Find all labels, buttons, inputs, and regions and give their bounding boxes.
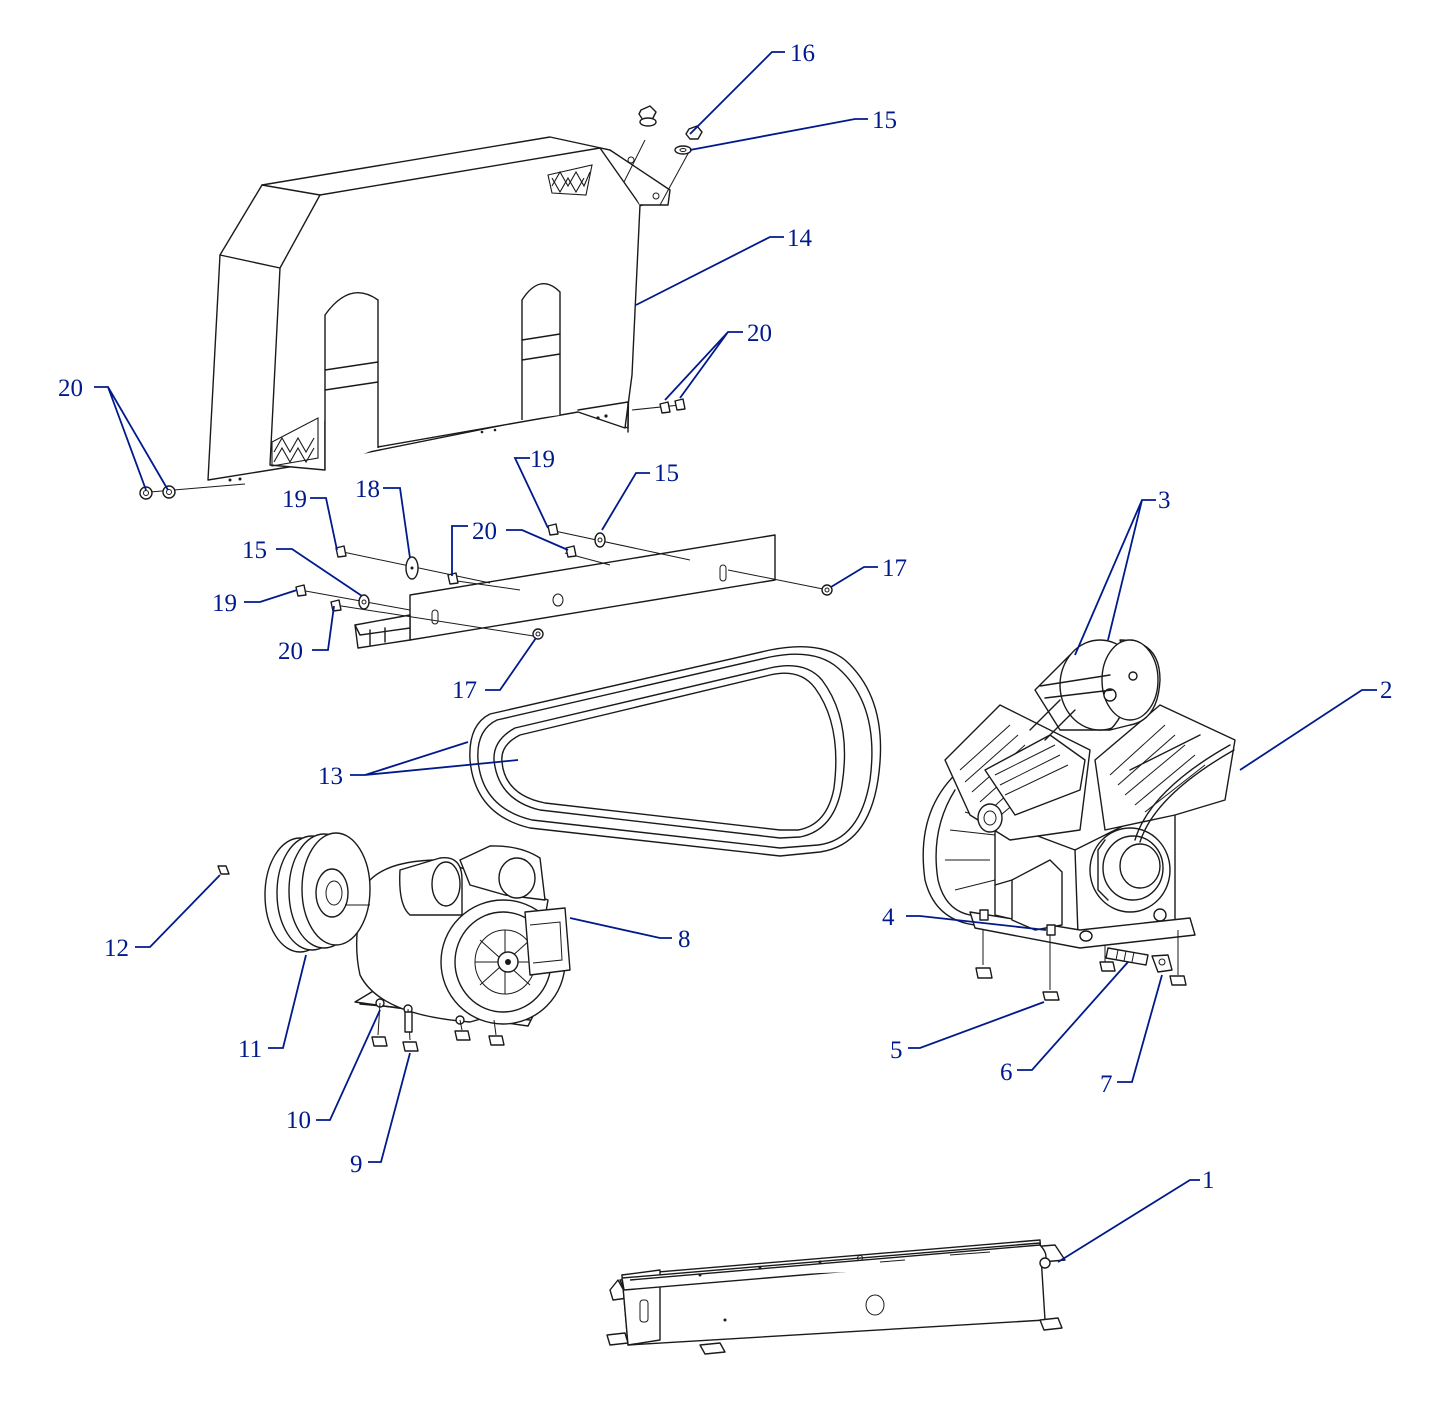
callout-10: 10 — [286, 1107, 311, 1134]
callout-9: 9 — [350, 1151, 363, 1178]
callout-20-lower-left: 20 — [278, 638, 303, 665]
callout-8: 8 — [678, 926, 691, 953]
guard-side-bolts — [139, 398, 686, 500]
pump-cylinder-right — [1094, 704, 1236, 831]
callout-17-right: 17 — [882, 555, 907, 582]
callout-20-top-right: 20 — [747, 320, 772, 347]
guard-top-hardware — [623, 105, 703, 206]
callout-1: 1 — [1202, 1167, 1215, 1194]
callout-18: 18 — [355, 476, 380, 503]
callout-15-middle: 15 — [654, 460, 679, 487]
callout-3: 3 — [1158, 487, 1171, 514]
compressor-pump — [922, 639, 1236, 1001]
callout-7: 7 — [1100, 1071, 1113, 1098]
callout-11: 11 — [238, 1036, 262, 1063]
callout-15-left: 15 — [242, 537, 267, 564]
belt-guard — [207, 136, 671, 482]
callout-5: 5 — [890, 1037, 903, 1064]
callout-labels: 1 2 3 4 5 6 7 8 9 10 11 12 13 14 15 15 1… — [58, 40, 1393, 1194]
callout-6: 6 — [1000, 1059, 1013, 1086]
electric-motor — [354, 845, 571, 1052]
callout-19-lower-left: 19 — [212, 590, 237, 617]
callout-13: 13 — [318, 763, 343, 790]
callout-15-top: 15 — [872, 107, 897, 134]
pump-base-rail — [606, 1239, 1066, 1355]
motor-pulley — [217, 832, 371, 953]
vent-mesh-top — [547, 164, 593, 196]
callout-17-bottom: 17 — [452, 677, 477, 704]
callout-2: 2 — [1380, 677, 1393, 704]
callout-20-bracket: 20 — [472, 518, 497, 545]
air-filter-assembly — [1029, 639, 1161, 741]
callout-14: 14 — [787, 225, 813, 252]
v-belt — [469, 645, 882, 857]
callout-20-left: 20 — [58, 375, 83, 402]
callout-12: 12 — [104, 935, 129, 962]
callout-4: 4 — [882, 904, 895, 931]
pump-cylinder-left — [944, 704, 1091, 841]
callout-19-top: 19 — [530, 446, 555, 473]
callout-19-upper-left: 19 — [282, 486, 307, 513]
belt-guard-bracket — [295, 523, 833, 649]
callout-16: 16 — [790, 40, 815, 67]
vent-mesh-bottom — [271, 417, 319, 467]
callout-leaders — [94, 51, 1377, 1263]
